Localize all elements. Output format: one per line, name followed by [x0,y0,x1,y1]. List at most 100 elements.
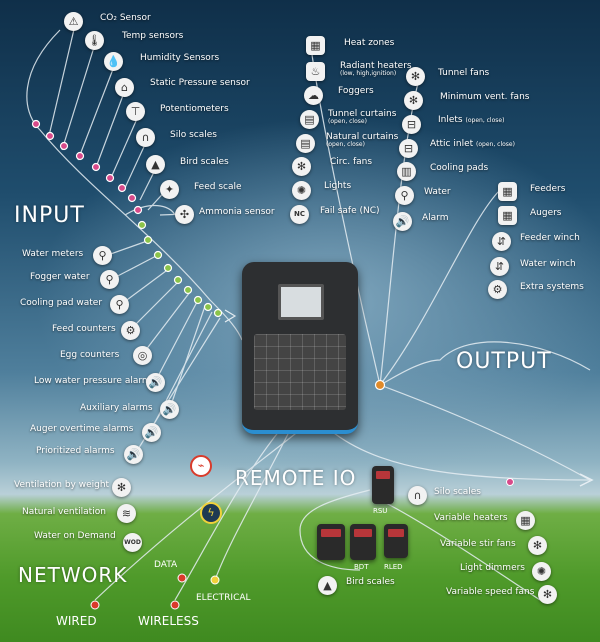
potentiometer-icon: ⊤ [126,102,145,121]
output-label: Inlets (open, close) [438,115,504,125]
remote-label: Light dimmers [460,563,525,573]
speaker-icon: 🔊 [393,212,412,231]
rled-device [384,524,408,558]
output-sub: (open, close) [465,117,505,124]
fan-icon: ✻ [528,536,547,555]
rsu-label: RSU [373,507,388,515]
house-icon: ⌂ [115,78,134,97]
egg-icon: ◎ [133,346,152,365]
waves-icon: ≋ [117,504,136,523]
scale-icon: ▲ [146,155,165,174]
output-label: Water [424,187,451,197]
input-label: Feed scale [194,182,242,192]
remote-label: Bird scales [346,577,395,587]
output-sub: (open, close) [328,118,367,125]
output-label: Extra systems [520,282,584,292]
pad-icon: ▥ [397,162,416,181]
auger-icon: ▦ [498,206,517,225]
remote-label: Variable heaters [434,513,508,523]
nc-icon: NC [290,205,309,224]
feeder-icon: ▦ [498,182,517,201]
output-name: Inlets [438,115,463,125]
input-label: Prioritized alarms [36,446,115,456]
remote-io-title: REMOTE IO [235,466,357,490]
speaker-icon: 🔊 [142,423,161,442]
output-label: Cooling pads [430,163,489,173]
faucet-icon: ⚲ [93,246,112,265]
curtain-icon: ▤ [296,134,315,153]
fogger-icon: ☁ [304,86,323,105]
light-icon: ✺ [292,181,311,200]
output-sub: (open, close) [326,141,365,148]
input-label: Water on Demand [34,531,116,541]
speaker-icon: 🔊 [124,445,143,464]
bdt-label: BDT [354,563,369,571]
data-connection-icon: ⌁ [190,455,212,477]
wod-icon: WOD [123,533,142,552]
input-label: Low water pressure alarm [34,376,151,386]
electrical-label: ELECTRICAL [196,593,251,603]
rled-label: RLED [384,563,403,571]
heater-icon: ▦ [516,511,535,530]
output-sub: (open, close) [476,141,515,148]
wheat-icon: ✦ [160,180,179,199]
wired-label: WIRED [56,614,97,628]
thermometer-icon: 🌡 [85,31,104,50]
wireless-label: WIRELESS [138,614,199,628]
output-title: OUTPUT [456,349,552,374]
molecule-icon: ✣ [175,205,194,224]
input-label: Feed counters [52,324,116,334]
output-label: Augers [530,208,562,218]
output-label: Feeders [530,184,566,194]
output-label: Feeder winch [520,233,580,243]
controller-display [278,284,324,320]
input-label: Water meters [22,249,84,259]
electrical-icon: ϟ [200,502,222,524]
output-label: Tunnel fans [438,68,490,78]
inlet-icon: ⊟ [399,139,418,158]
output-label: Attic inlet (open, close) [430,139,515,149]
speaker-icon: 🔊 [146,373,165,392]
gear-icon: ⚙ [488,280,507,299]
input-label: Ammonia sensor [199,207,275,217]
output-label: Heat zones [344,38,395,48]
faucet-icon: ⚲ [110,295,129,314]
output-name: Natural curtains [326,132,399,142]
water-icon: ⚲ [395,186,414,205]
fan-icon: ✻ [292,157,311,176]
input-label: Potentiometers [160,104,229,114]
bdt-device-2 [350,524,376,560]
output-label: Lights [324,181,352,191]
output-name: Attic inlet [430,139,474,149]
input-label: Static Pressure sensor [150,78,250,88]
fan-icon: ✻ [112,478,131,497]
input-label: Bird scales [180,157,229,167]
input-label: Ventilation by weight [14,480,110,490]
light-icon: ✺ [532,562,551,581]
output-label: Tunnel curtains(open, close) [328,109,396,125]
warning-triangle-icon: ⚠ [64,12,83,31]
output-label: Foggers [338,86,374,96]
input-label: Natural ventilation [22,507,106,517]
climate-controller-device [242,262,358,434]
input-label: Egg counters [60,350,120,360]
network-title: NETWORK [18,563,128,587]
output-label: Circ. fans [330,157,373,167]
curtain-icon: ▤ [300,110,319,129]
bdt-device [317,524,345,560]
faucet-icon: ⚲ [100,270,119,289]
silo-icon: ∩ [408,486,427,505]
fan-icon: ✻ [538,585,557,604]
heater-icon: ▦ [306,36,325,55]
output-label: Alarm [422,213,449,223]
output-sub: (low, high,ignition) [340,70,397,77]
speaker-icon: 🔊 [160,400,179,419]
scale-icon: ▲ [318,576,337,595]
output-name: Tunnel curtains [328,109,397,119]
output-label: Natural curtains(open, close) [326,132,398,148]
input-title: INPUT [14,203,85,228]
input-label: Auxiliary alarms [80,403,153,413]
input-label: Cooling pad water [20,298,103,308]
